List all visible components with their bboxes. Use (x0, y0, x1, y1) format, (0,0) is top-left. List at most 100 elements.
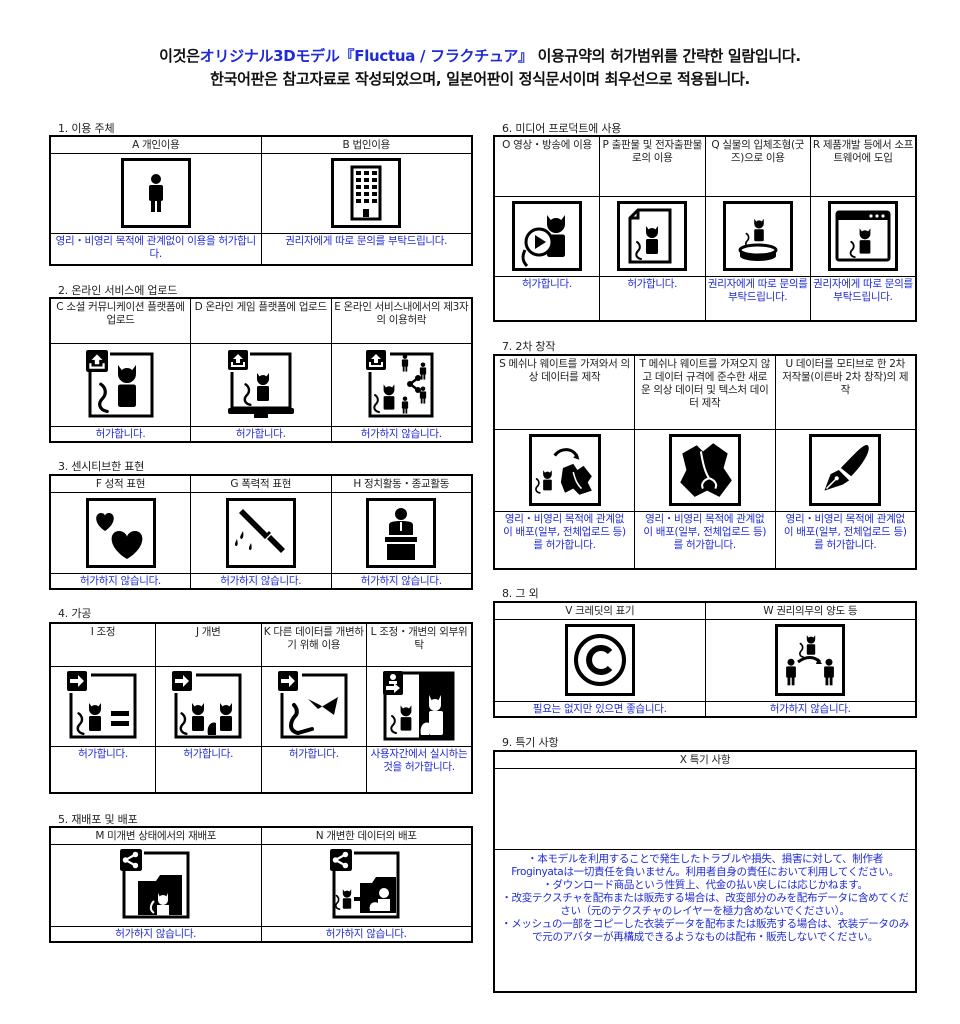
item-g-icon-cell (190, 491, 332, 574)
section-label-processing: 4. 가공 (58, 607, 92, 620)
item-f-permission: 허가하지 않습니다. (49, 572, 192, 590)
item-d-permission: 허가합니다. (190, 425, 332, 442)
table-redistribution: M 미개변 상태에서의 재배포 N 개변한 데이터의 배포 (49, 826, 473, 943)
modify-icon (172, 671, 245, 741)
section-label-others: 8. 그 외 (502, 587, 539, 600)
item-t-icon-cell (634, 428, 776, 512)
video-play-icon (512, 201, 582, 271)
item-n-icon-cell (260, 843, 473, 927)
item-i-icon-cell (49, 665, 156, 747)
item-i-permission: 허가합니다. (49, 745, 156, 794)
table-derivative-works: S 메쉬나 웨이트를 가져와서 의상 데이터를 제작 T 메쉬나 웨이트를 가져… (493, 354, 917, 570)
item-o-permission: 허가합니다. (493, 275, 600, 322)
upload-avatar-icon (85, 349, 156, 420)
section-label-usage-subject: 1. 이용 주체 (58, 122, 115, 135)
item-s-title: S 메쉬나 웨이트를 가져와서 의상 데이터를 제작 (493, 354, 636, 430)
item-g-title: G 폭력적 표현 (190, 474, 332, 493)
knife-icon (225, 497, 296, 568)
document-icon (617, 201, 688, 271)
upload-share-users-icon (366, 349, 437, 420)
item-e-title: E 온라인 서비스내에서의 제3자의 이용허락 (330, 297, 473, 344)
note-1: ・本モデルを利用することで発生したトラブルや損失、損害に対して、制作者Frogi… (511, 852, 899, 878)
person-icon (120, 158, 191, 228)
transfer-rights-icon (775, 624, 846, 696)
item-f-icon-cell (49, 491, 192, 574)
section-label-special-notes: 9. 특기 사항 (502, 736, 559, 749)
item-j-icon-cell (155, 665, 262, 747)
model-name-highlight: オリジナル3Dモデル『Fluctua / フラクチュア』 (199, 47, 533, 65)
item-o-icon-cell (493, 195, 600, 277)
item-w-icon-cell (704, 618, 917, 702)
item-k-icon-cell (260, 665, 367, 747)
item-u-icon-cell (774, 428, 917, 512)
item-m-icon-cell (49, 843, 262, 927)
item-b-icon-cell (260, 152, 473, 234)
item-s-icon-cell (493, 428, 636, 512)
table-media-products: O 영상・방송에 이용 P 출판물 및 전자출판물로의 이용 Q 실물의 입체조… (493, 135, 917, 322)
item-t-permission: 영리・비영리 목적에 관계없이 배포(일부, 전체업로드 등)를 허가합니다. (634, 510, 776, 570)
title-suffix: 이용규약의 허가범위를 간략한 일람입니다. (537, 47, 801, 65)
item-k-title: K 다른 데이터를 개변하기 위해 이용 (260, 622, 367, 667)
upload-game-icon (225, 349, 296, 420)
item-o-title: O 영상・방송에 이용 (493, 135, 600, 197)
item-m-title: M 미개변 상태에서의 재배포 (49, 826, 262, 845)
item-n-title: N 개변한 데이터의 배포 (260, 826, 473, 845)
item-b-title: B 법인이용 (260, 135, 473, 154)
item-l-title: L 조정・개변의 외부위탁 (366, 622, 473, 667)
item-d-title: D 온라인 게임 플랫폼에 업로드 (190, 297, 332, 344)
item-r-title: R 제품개발 등에서 소프트웨어에 도입 (810, 135, 917, 197)
item-u-title: U 데이터를 모티브로 한 2차 저작물(이른바 2차 창작)의 제작 (774, 354, 917, 430)
item-c-title: C 소셜 커뮤니케이션 플랫폼에 업로드 (49, 297, 192, 344)
item-q-permission: 권리자에게 따로 문의를 부탁드립니다. (704, 275, 811, 322)
item-j-title: J 개변 (155, 622, 262, 667)
hearts-icon (85, 497, 156, 568)
item-u-permission: 영리・비영리 목적에 관계없이 배포(일부, 전체업로드 등)를 허가합니다. (774, 510, 917, 570)
special-notes-text: ・本モデルを利用することで発生したトラブルや損失、損害に対して、制作者Frogi… (493, 848, 917, 993)
page-title-line-2: 한국어판은 참고자료로 작성되었으며, 일본어판이 정식문서이며 최우선으로 적… (210, 70, 750, 88)
item-r-icon-cell (810, 195, 917, 277)
item-x-title: X 특기 사항 (493, 750, 917, 769)
section-label-derivative-works: 7. 2차 창작 (502, 340, 556, 353)
item-h-icon-cell (330, 491, 473, 574)
item-r-permission: 권리자에게 따로 문의를 부탁드립니다. (810, 275, 917, 322)
software-window-icon (828, 201, 898, 271)
avatar-to-clothes-icon (528, 434, 601, 506)
note-4: ・メッシュの一部をコピーした衣装データを配布または販売する場合は、衣装データのみ… (501, 917, 909, 943)
item-b-permission: 권리자에게 따로 문의를 부탁드립니다. (260, 232, 473, 266)
table-processing: I 조정 J 개변 K 다른 데이터를 개변하기 위해 이용 L 조정・개변의 … (49, 622, 473, 794)
item-p-permission: 허가합니다. (599, 275, 706, 322)
item-p-title: P 출판물 및 전자출판물로의 이용 (599, 135, 706, 197)
item-q-icon-cell (704, 195, 811, 277)
clothes-icon (668, 434, 741, 506)
adjust-equal-icon (67, 671, 139, 741)
item-c-permission: 허가합니다. (49, 425, 192, 442)
note-3: ・改変テクスチャを配布または販売する場合は、改変部分のみを配布データに含めてくだ… (501, 891, 909, 917)
item-v-title: V 크레딧의 표기 (493, 601, 706, 620)
page-title-line-1: 이것은オリジナル3Dモデル『Fluctua / フラクチュア』 이용규약의 허가… (0, 45, 960, 66)
item-e-icon-cell (330, 342, 473, 427)
item-l-permission: 사용자간에서 실시하는 것을 허가합니다. (366, 745, 473, 794)
title-prefix: 이것은 (159, 47, 200, 65)
share-folder-icon (119, 849, 192, 921)
item-l-icon-cell (366, 665, 473, 747)
item-t-title: T 메쉬나 웨이트를 가져오지 않고 데이터 규격에 준수한 새로운 의상 데이… (634, 354, 776, 430)
item-p-icon-cell (599, 195, 706, 277)
outsource-icon (383, 671, 455, 741)
item-g-permission: 허가하지 않습니다. (190, 572, 332, 590)
section-label-sensitive-expression: 3. 센시티브한 표현 (58, 460, 145, 473)
table-sensitive-expression: F 성적 표현 G 폭력적 표현 H 정치활동・종교활동 (49, 474, 473, 590)
table-others: V 크레딧의 표기 W 권리의무의 양도 등 (493, 601, 917, 718)
section-label-online-upload: 2. 온라인 서비스에 업로드 (58, 284, 178, 297)
section-label-redistribution: 5. 재배포 및 배포 (58, 813, 138, 826)
table-online-upload: C 소셜 커뮤니케이션 플랫폼에 업로드 D 온라인 게임 플랫폼에 업로드 E… (49, 297, 473, 443)
item-k-permission: 허가합니다. (260, 745, 367, 794)
copyright-icon (564, 624, 635, 696)
section-label-media-products: 6. 미디어 프로덕트에 사용 (502, 122, 622, 135)
item-d-icon-cell (190, 342, 332, 427)
pen-nib-icon (809, 434, 882, 506)
item-n-permission: 허가하지 않습니다. (260, 925, 473, 943)
item-f-title: F 성적 표현 (49, 474, 192, 493)
special-notes-blank-area (493, 767, 917, 850)
item-a-icon-cell (49, 152, 262, 234)
item-e-permission: 허가하지 않습니다. (330, 425, 473, 442)
